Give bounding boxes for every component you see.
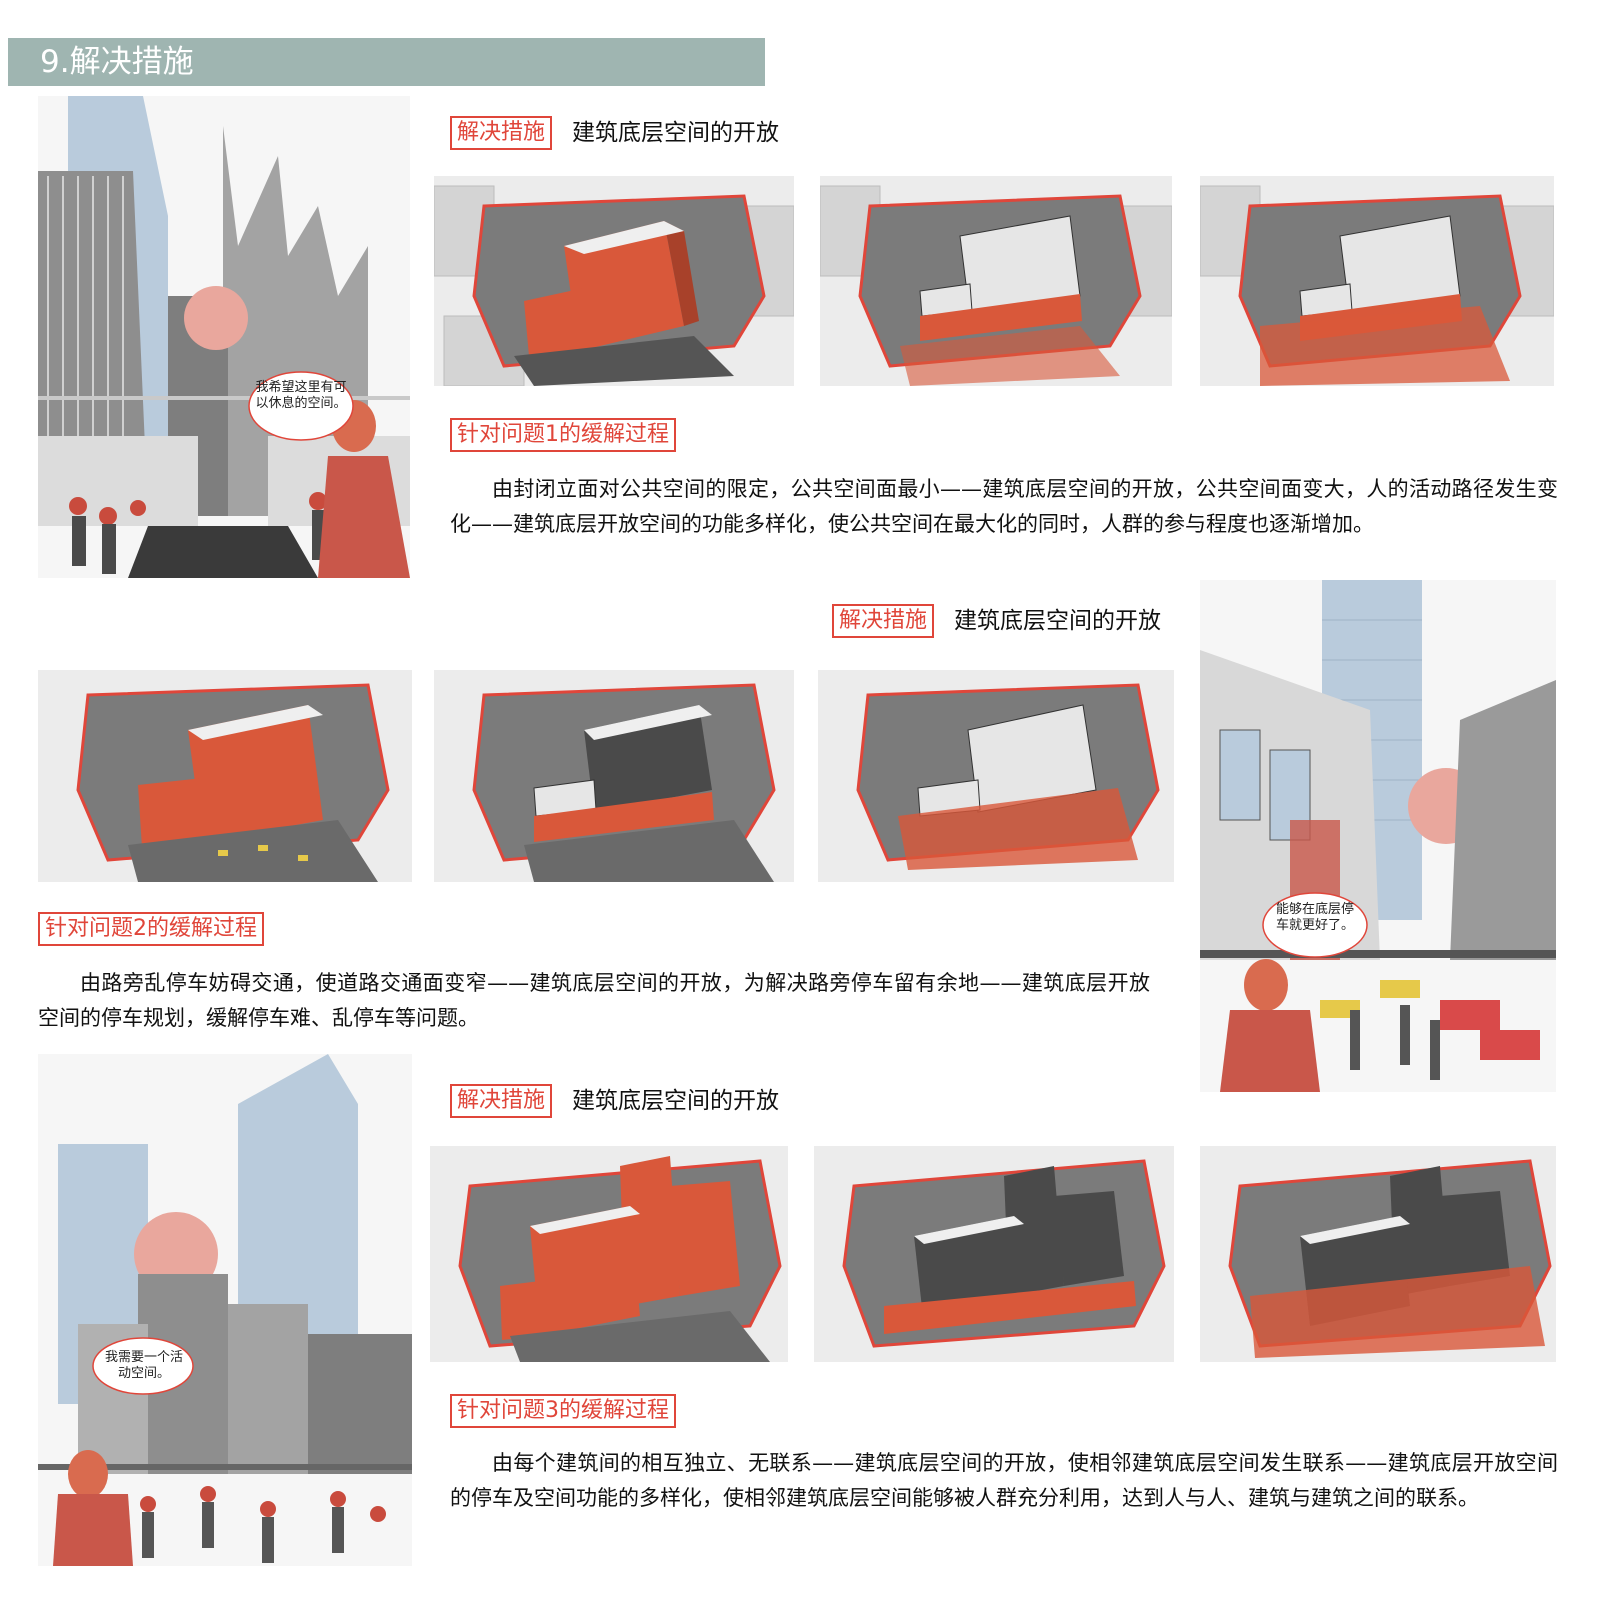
- iso-diagram-2b: [434, 670, 794, 882]
- iso-diagram-3c: [1200, 1146, 1556, 1362]
- iso-diagram-1a: [434, 176, 794, 386]
- solution-tag-2: 解决措施: [832, 604, 935, 638]
- solution-tag-3: 解决措施: [450, 1084, 553, 1118]
- speech-bubble-2: 能够在底层停车就更好了。: [1275, 902, 1354, 933]
- process-tag-1: 针对问题1的缓解过程: [450, 418, 676, 452]
- speech-bubble-3: 我需要一个活动空间。: [104, 1350, 183, 1381]
- paragraph-1: 由封闭立面对公共空间的限定，公共空间面最小——建筑底层空间的开放，公共空间面变大…: [450, 477, 1558, 536]
- iso-diagram-1b: [820, 176, 1172, 386]
- street-scene-2: 能够在底层停车就更好了。: [1200, 580, 1556, 1092]
- paragraph-2: 由路旁乱停车妨碍交通，使道路交通面变窄——建筑底层空间的开放，为解决路旁停车留有…: [38, 971, 1150, 1030]
- street-scene-1: 我希望这里有可以休息的空间。: [38, 96, 410, 578]
- iso-diagram-3b: [814, 1146, 1174, 1362]
- iso-diagram-2c: [818, 670, 1174, 882]
- solution-heading-2: 建筑底层空间的开放: [954, 608, 1161, 634]
- paragraph-3: 由每个建筑间的相互独立、无联系——建筑底层空间的开放，使相邻建筑底层空间发生联系…: [450, 1451, 1558, 1510]
- street-scene-3: 我需要一个活动空间。: [38, 1054, 412, 1566]
- section-header-bar: 9.解决措施: [8, 38, 765, 86]
- section-title: 9.解决措施: [40, 44, 194, 80]
- iso-diagram-1c: [1200, 176, 1554, 386]
- process-tag-3: 针对问题3的缓解过程: [450, 1394, 676, 1428]
- speech-bubble-1: 我希望这里有可以休息的空间。: [255, 380, 347, 411]
- iso-diagram-3a: [430, 1146, 788, 1362]
- solution-heading-3: 建筑底层空间的开放: [572, 1088, 779, 1114]
- solution-tag-1: 解决措施: [450, 116, 553, 150]
- process-tag-2: 针对问题2的缓解过程: [38, 912, 264, 946]
- iso-diagram-2a: [38, 670, 412, 882]
- solution-heading-1: 建筑底层空间的开放: [572, 120, 779, 146]
